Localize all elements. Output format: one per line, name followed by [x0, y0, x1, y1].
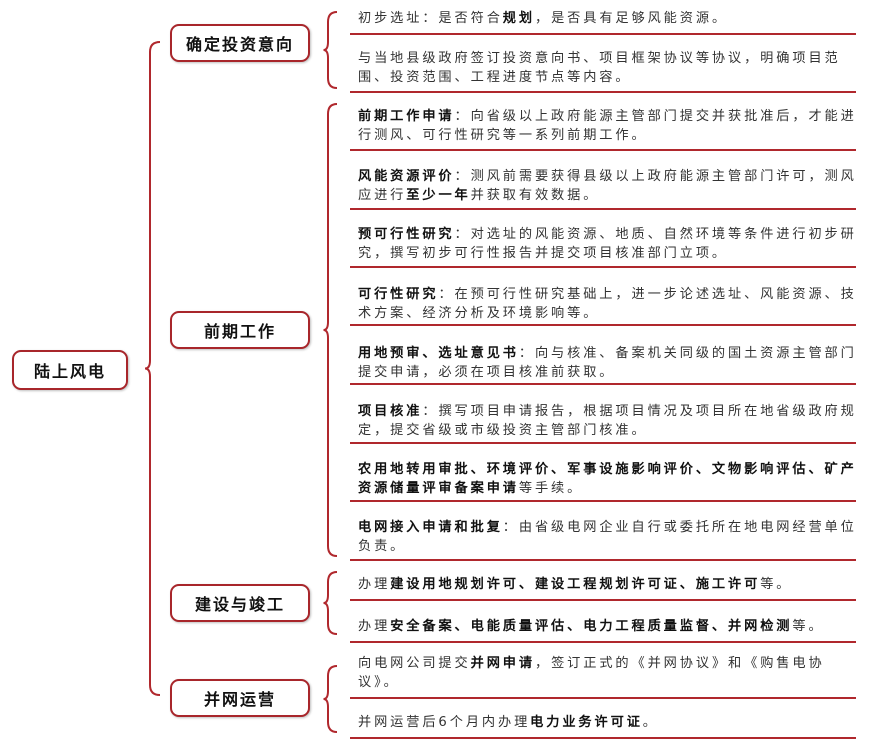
text-segment: ：测风前需要获得县级以上政府能源主管部门许可，测风应进行 [358, 169, 857, 203]
highlight-text: 安全备案、电能质量评估、电力工程质量监督、并网检测 [390, 619, 793, 634]
highlight-text: 建设用地规划许可、建设工程规划许可证、施工许可 [390, 577, 761, 592]
highlight-text: 项目核准 [358, 404, 423, 419]
text-segment: ：向省级以上政府能源主管部门提交并获批准后，才能进行测风、可行性研究等一系列前期… [358, 109, 857, 143]
step-description: 可行性研究：在预可行性研究基础上，进一步论述选址、风能资源、技术方案、经济分析及… [358, 285, 858, 323]
highlight-text: 并网申请 [470, 656, 535, 671]
category-brace [323, 11, 338, 89]
highlight-text: 规划 [502, 11, 535, 26]
highlight-text: 可行性研究 [358, 287, 439, 302]
category-brace [323, 665, 338, 733]
divider-line [350, 266, 856, 268]
divider-line [350, 208, 856, 210]
step-description: 与当地县级政府签订投资意向书、项目框架协议等协议，明确项目范围、投资范围、工程进… [358, 49, 858, 87]
highlight-text: 用地预审、选址意见书 [358, 346, 519, 361]
divider-line [350, 383, 856, 385]
text-segment: ：由省级电网企业自行或委托所在地电网经营单位负责。 [358, 520, 857, 554]
highlight-text: 农用地转用审批、环境评价、军事设施影响评价、文物影响评估、矿产资源储量评审备案申… [358, 462, 857, 496]
divider-line [350, 697, 856, 699]
root-brace [144, 41, 161, 696]
text-segment: ：向与核准、备案机关同级的国土资源主管部门提交申请，必须在项目核准前获取。 [358, 346, 857, 380]
category-node: 建设与竣工 [170, 584, 310, 622]
step-description: 预可行性研究：对选址的风能资源、地质、自然环境等条件进行初步研究，撰写初步可行性… [358, 225, 858, 263]
text-segment: ：撰写项目申请报告，根据项目情况及项目所在地省级政府规定，提交省级或市级投资主管… [358, 404, 857, 438]
step-description: 用地预审、选址意见书：向与核准、备案机关同级的国土资源主管部门提交申请，必须在项… [358, 344, 858, 382]
highlight-text: 至少一年 [406, 188, 471, 203]
step-description: 并网运营后6个月内办理电力业务许可证。 [358, 713, 858, 732]
text-segment: 办理 [358, 577, 391, 592]
category-brace [323, 103, 338, 557]
category-node: 前期工作 [170, 311, 310, 349]
step-description: 农用地转用审批、环境评价、军事设施影响评价、文物影响评估、矿产资源储量评审备案申… [358, 460, 858, 498]
step-description: 办理安全备案、电能质量评估、电力工程质量监督、并网检测等。 [358, 617, 858, 636]
divider-line [350, 599, 856, 601]
text-segment: 等手续。 [518, 481, 584, 496]
text-segment: ，是否具有足够风能资源。 [534, 11, 729, 26]
highlight-text: 电网接入申请和批复 [358, 520, 503, 535]
text-segment: 办理 [358, 619, 391, 634]
category-brace [323, 571, 338, 635]
text-segment: 与当地县级政府签订投资意向书、项目框架协议等协议，明确项目范围、投资范围、工程进… [358, 51, 841, 85]
divider-line [350, 559, 856, 561]
step-description: 前期工作申请：向省级以上政府能源主管部门提交并获批准后，才能进行测风、可行性研究… [358, 107, 858, 145]
root-node: 陆上风电 [12, 350, 128, 390]
highlight-text: 前期工作申请 [358, 109, 455, 124]
highlight-text: 电力业务许可证 [530, 715, 643, 730]
category-node: 确定投资意向 [170, 24, 310, 62]
text-segment: 等。 [792, 619, 825, 634]
divider-line [350, 91, 856, 93]
highlight-text: 预可行性研究 [358, 227, 455, 242]
divider-line [350, 149, 856, 151]
highlight-text: 风能资源评价 [358, 169, 455, 184]
category-node: 并网运营 [170, 679, 310, 717]
text-segment: ，签订正式的《并网协议》和《购售电协议》。 [358, 656, 825, 690]
step-description: 项目核准：撰写项目申请报告，根据项目情况及项目所在地省级政府规定，提交省级或市级… [358, 402, 858, 440]
text-segment: ：对选址的风能资源、地质、自然环境等条件进行初步研究，撰写初步可行性报告并提交项… [358, 227, 857, 261]
step-description: 风能资源评价：测风前需要获得县级以上政府能源主管部门许可，测风应进行至少一年并获… [358, 167, 858, 205]
text-segment: 。 [642, 715, 659, 730]
text-segment: 等。 [760, 577, 793, 592]
text-segment: 并获取有效数据。 [470, 188, 600, 203]
divider-line [350, 33, 856, 35]
text-segment: ：在预可行性研究基础上，进一步论述选址、风能资源、技术方案、经济分析及环境影响等… [358, 287, 857, 321]
step-description: 向电网公司提交并网申请，签订正式的《并网协议》和《购售电协议》。 [358, 654, 858, 692]
divider-line [350, 737, 856, 739]
text-segment: 向电网公司提交 [358, 656, 471, 671]
divider-line [350, 641, 856, 643]
step-description: 办理建设用地规划许可、建设工程规划许可证、施工许可等。 [358, 575, 858, 594]
divider-line [350, 500, 856, 502]
divider-line [350, 324, 856, 326]
text-segment: 并网运营后6个月内办理 [358, 715, 531, 730]
divider-line [350, 442, 856, 444]
step-description: 电网接入申请和批复：由省级电网企业自行或委托所在地电网经营单位负责。 [358, 518, 858, 556]
text-segment: 初步选址：是否符合 [358, 11, 503, 26]
step-description: 初步选址：是否符合规划，是否具有足够风能资源。 [358, 9, 858, 28]
